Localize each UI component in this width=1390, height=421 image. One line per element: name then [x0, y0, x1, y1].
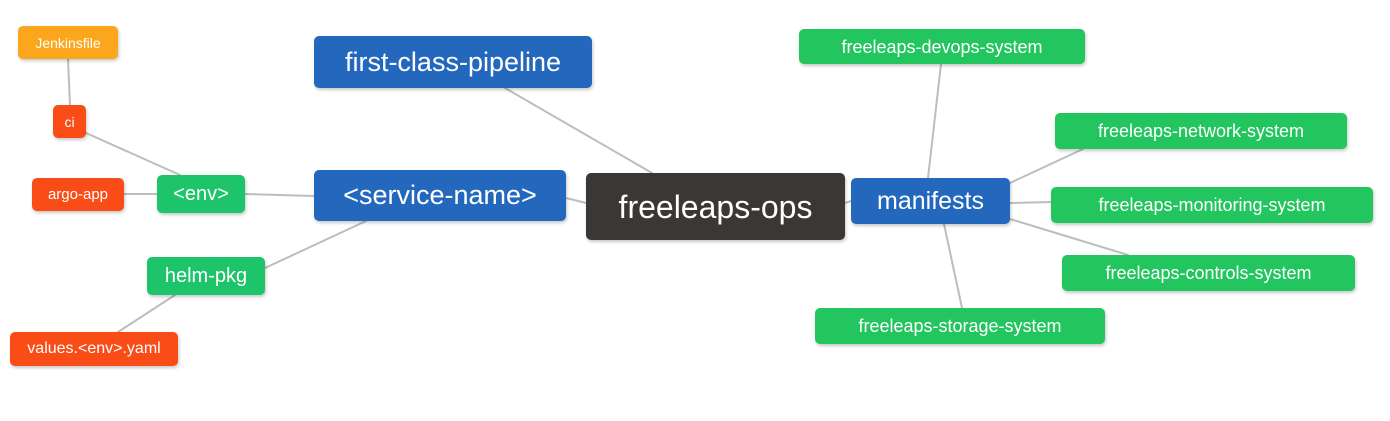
- node-label-values-yaml: values.<env>.yaml: [27, 340, 161, 357]
- edge-ci-env: [85, 132, 181, 176]
- node-label-ci: ci: [64, 113, 75, 130]
- node-helm-pkg[interactable]: helm-pkg: [147, 257, 265, 295]
- edge-pipeline-ops: [504, 87, 653, 174]
- edge-manifests-devops: [927, 63, 942, 179]
- node-jenkinsfile[interactable]: Jenkinsfile: [18, 26, 118, 59]
- edge-manifests-controls: [1009, 218, 1129, 256]
- node-label-freeleaps-storage-system: freeleaps-storage-system: [858, 316, 1062, 336]
- edge-helmpkg-servicename: [264, 220, 367, 269]
- node-label-manifests: manifests: [877, 186, 984, 215]
- node-freeleaps-storage-system[interactable]: freeleaps-storage-system: [815, 308, 1105, 344]
- node-label-freeleaps-monitoring-system: freeleaps-monitoring-system: [1098, 195, 1326, 215]
- node-freeleaps-controls-system[interactable]: freeleaps-controls-system: [1062, 255, 1355, 291]
- edge-manifests-storage: [943, 223, 963, 309]
- node-freeleaps-network-system[interactable]: freeleaps-network-system: [1055, 113, 1347, 149]
- node-label-argo-app: argo-app: [47, 186, 109, 203]
- node-ci[interactable]: ci: [53, 105, 86, 138]
- edge-manifests-network: [1009, 148, 1084, 184]
- edge-jenkinsfile-ci: [67, 58, 71, 106]
- node-label-freeleaps-controls-system: freeleaps-controls-system: [1105, 263, 1312, 283]
- node-freeleaps-devops-system[interactable]: freeleaps-devops-system: [799, 29, 1085, 64]
- node-label-service-name: <service-name>: [343, 180, 537, 210]
- node-first-class-pipeline[interactable]: first-class-pipeline: [314, 36, 592, 88]
- node-label-env: <env>: [173, 183, 229, 205]
- node-env[interactable]: <env>: [157, 175, 245, 213]
- node-values-yaml[interactable]: values.<env>.yaml: [10, 332, 178, 366]
- node-label-helm-pkg: helm-pkg: [164, 265, 248, 287]
- node-manifests[interactable]: manifests: [851, 178, 1010, 224]
- node-label-freeleaps-devops-system: freeleaps-devops-system: [841, 36, 1043, 57]
- node-freeleaps-ops[interactable]: freeleaps-ops: [586, 173, 845, 240]
- node-freeleaps-monitoring-system[interactable]: freeleaps-monitoring-system: [1051, 187, 1373, 223]
- edge-valuesyaml-helmpkg: [117, 294, 176, 333]
- node-label-freeleaps-ops: freeleaps-ops: [618, 188, 813, 225]
- edge-env-servicename: [244, 193, 315, 197]
- node-argo-app[interactable]: argo-app: [32, 178, 124, 211]
- node-label-freeleaps-network-system: freeleaps-network-system: [1097, 121, 1305, 141]
- node-label-first-class-pipeline: first-class-pipeline: [344, 46, 562, 77]
- node-label-jenkinsfile: Jenkinsfile: [35, 34, 101, 51]
- node-service-name[interactable]: <service-name>: [314, 170, 566, 221]
- edge-manifests-monitoring: [1009, 201, 1052, 204]
- edge-servicename-ops: [565, 197, 587, 204]
